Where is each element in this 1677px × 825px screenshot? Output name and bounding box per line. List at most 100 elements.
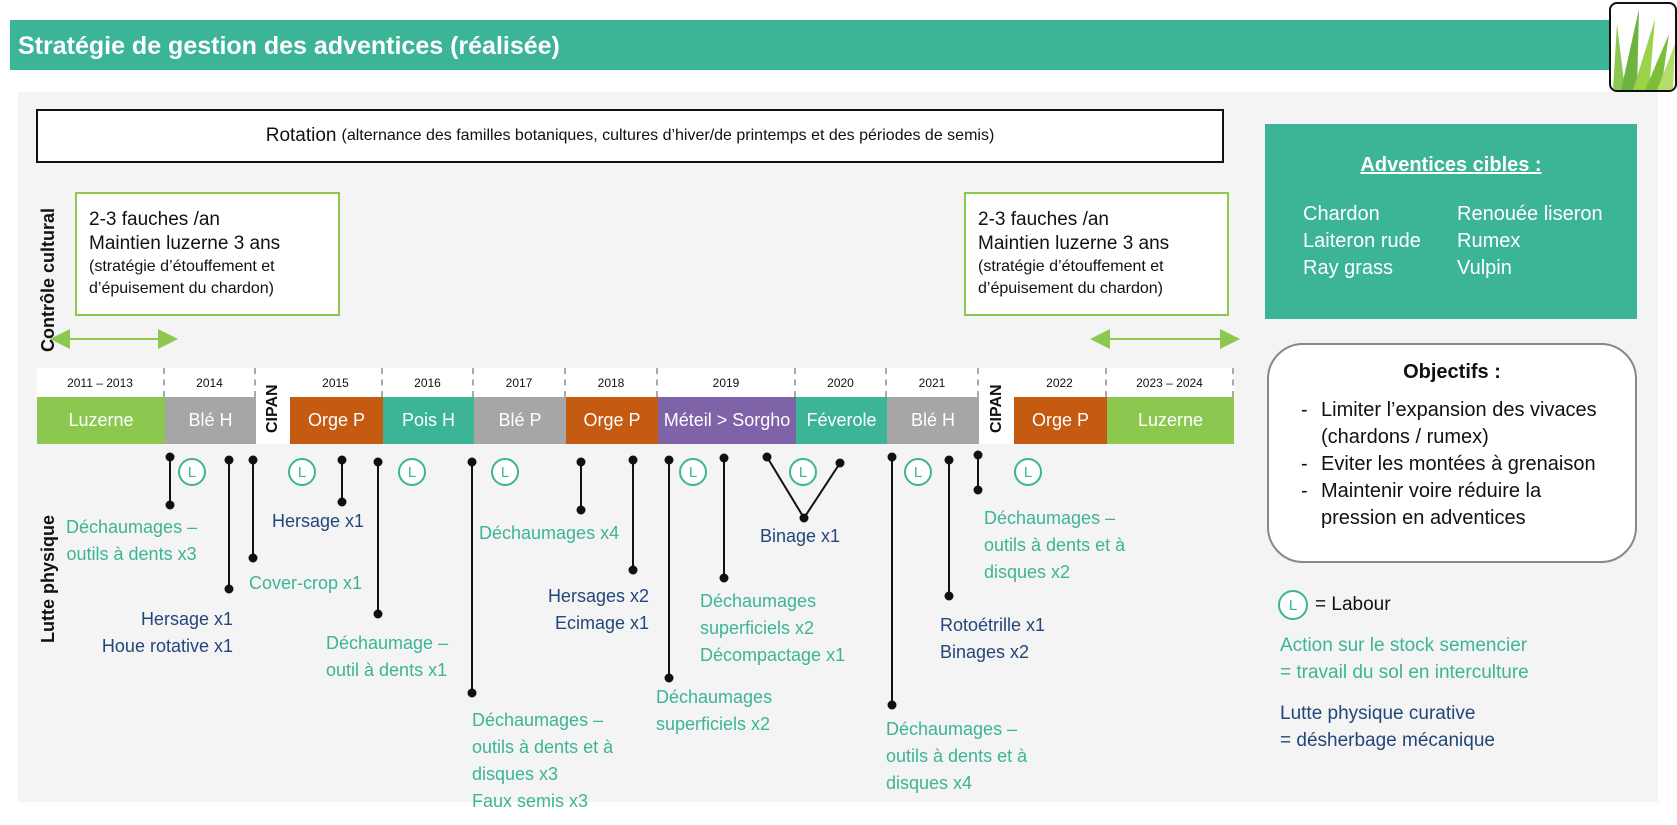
operation-line: Déchaumages <box>700 591 817 611</box>
labour-marker: L <box>904 458 932 486</box>
grass-icon <box>1609 2 1677 92</box>
operation-line: Rotoétrille x1 <box>940 615 1046 635</box>
objectives-title: Objectifs : <box>1403 361 1501 383</box>
labour-marker: L <box>288 458 316 486</box>
objective-text: Maintenir voire réduire la pression en a… <box>1321 480 1542 529</box>
crop-cell: Féverole <box>796 397 887 444</box>
year-label: 2011 – 2013 <box>37 368 165 397</box>
crop-cell: Méteil > Sorgho <box>658 397 796 444</box>
operation-label: Déchaumages – outils à dents et à disque… <box>984 505 1125 586</box>
legend-line: = travail du sol en interculture <box>1280 662 1529 683</box>
objective-text: Limiter l’expansion des vivaces (chardon… <box>1321 399 1597 448</box>
year-label: 2017 <box>474 368 566 397</box>
legend-line: Action sur le stock semencier <box>1280 635 1528 656</box>
operation-label: Déchaumages – outils à dents et à disque… <box>886 716 1027 797</box>
year-label: 2019 <box>658 368 796 397</box>
operation-line: outils à dents et à <box>472 737 614 757</box>
labour-marker: L <box>178 458 206 486</box>
operation-label: Déchaumages – outils à dents et à disque… <box>472 707 613 815</box>
operation-label: Hersage x1 Houe rotative x1 <box>85 606 233 660</box>
labour-marker: L <box>398 458 426 486</box>
operation-line: outils à dents x3 <box>66 544 197 564</box>
cultural-box-line: 2-3 fauches /an <box>978 209 1109 230</box>
cultural-box-line: 2-3 fauches /an <box>89 209 220 230</box>
operation-label: Hersage x1 <box>272 508 364 535</box>
target-weeds-box: Adventices cibles : Chardon Laiteron rud… <box>1265 124 1637 319</box>
labour-marker: L <box>491 458 519 486</box>
cipan-label: CIPAN <box>264 384 281 433</box>
operation-label: Déchaumage – outil à dents x1 <box>326 630 448 684</box>
rotation-label: Rotation <box>265 125 337 146</box>
operation-label: Déchaumages – outils à dents x3 <box>66 514 197 568</box>
operation-line: Déchaumages – <box>472 710 604 730</box>
operation-line: disques x3 <box>472 764 559 784</box>
operation-line: Déchaumages x4 <box>479 523 620 543</box>
legend-line: Lutte physique curative <box>1280 703 1476 724</box>
legend-line: = désherbage mécanique <box>1280 730 1495 751</box>
operation-line: Cover-crop x1 <box>249 573 363 593</box>
objective-text: Eviter les montées à grenaison <box>1321 453 1596 475</box>
cipan-cell: CIPAN <box>256 368 290 444</box>
cultural-box-line: (stratégie d’étouffement et <box>978 258 1164 275</box>
target-weed: Rumex <box>1457 230 1521 252</box>
operation-line: Déchaumages – <box>984 508 1116 528</box>
page-title: Stratégie de gestion des adventices (réa… <box>18 32 560 60</box>
target-weeds-title: Adventices cibles : <box>1360 154 1542 176</box>
operation-line: Binage x1 <box>760 526 841 546</box>
cipan-label: CIPAN <box>988 384 1005 433</box>
labour-marker: L <box>789 458 817 486</box>
cultural-box-line: d’épuisement du chardon) <box>89 280 275 297</box>
operation-label: Déchaumages superficiels x2 Décompactage… <box>700 588 845 669</box>
operation-line: disques x4 <box>886 773 973 793</box>
operation-line: superficiels x2 <box>700 618 815 638</box>
operation-label: Cover-crop x1 <box>249 570 362 597</box>
year-label: 2014 <box>165 368 256 397</box>
operation-line: disques x2 <box>984 562 1071 582</box>
target-weed: Chardon <box>1303 203 1380 225</box>
crop-cell: Orge P <box>290 397 383 444</box>
crop-cell: Blé P <box>474 397 566 444</box>
cultural-box-right: 2-3 fauches /an Maintien luzerne 3 ans (… <box>964 192 1229 316</box>
operation-line: Déchaumages <box>656 687 773 707</box>
bullet-dash: - <box>1301 480 1308 502</box>
title-bar <box>10 20 1610 70</box>
cipan-cell: CIPAN <box>979 368 1014 444</box>
objective-item: - Maintenir voire réduire la pression en… <box>1301 478 1571 532</box>
target-weed: Ray grass <box>1303 257 1394 279</box>
crop-cell: Blé H <box>887 397 979 444</box>
crop-cell: Blé H <box>165 397 256 444</box>
year-label: 2021 <box>887 368 979 397</box>
labour-legend-symbol: L <box>1278 590 1308 620</box>
operation-line: Binages x2 <box>940 642 1030 662</box>
cultural-box-left: 2-3 fauches /an Maintien luzerne 3 ans (… <box>75 192 340 316</box>
operation-line: superficiels x2 <box>656 714 771 734</box>
target-weed: Vulpin <box>1457 257 1512 279</box>
operation-line: Hersage x1 <box>272 511 365 531</box>
operation-line: Décompactage x1 <box>700 645 846 665</box>
objectives-box: Objectifs : - Limiter l’expansion des vi… <box>1267 343 1637 563</box>
operation-line: Hersages x2 <box>547 586 649 606</box>
crop-cell: Orge P <box>566 397 658 444</box>
operation-label: Binage x1 <box>760 523 840 550</box>
labour-marker: L <box>1014 458 1042 486</box>
operation-line: outils à dents et à <box>886 746 1028 766</box>
operation-line: Hersage x1 <box>140 609 233 629</box>
operation-line: Déchaumage – <box>326 633 449 653</box>
crop-cell: Pois H <box>383 397 474 444</box>
operation-label: Hersages x2 Ecimage x1 <box>520 583 649 637</box>
labour-legend-text: = Labour <box>1315 594 1391 615</box>
cultural-box-line: (stratégie d’étouffement et <box>89 258 275 275</box>
operation-line: Déchaumages – <box>886 719 1018 739</box>
year-label: 2015 <box>290 368 383 397</box>
objective-item: - Limiter l’expansion des vivaces (chard… <box>1301 397 1641 451</box>
curative-legend: Lutte physique curative = désherbage méc… <box>1280 700 1495 754</box>
year-label: 2022 <box>1014 368 1107 397</box>
operation-line: Houe rotative x1 <box>101 636 233 656</box>
target-weeds-column: Chardon Laiteron rude Ray grass <box>1303 201 1421 282</box>
operation-line: outils à dents et à <box>984 535 1126 555</box>
rotation-box: Rotation (alternance des familles botani… <box>36 109 1224 163</box>
year-label: 2018 <box>566 368 658 397</box>
rotation-detail: (alternance des familles botaniques, cul… <box>341 127 995 144</box>
labour-marker: L <box>679 458 707 486</box>
